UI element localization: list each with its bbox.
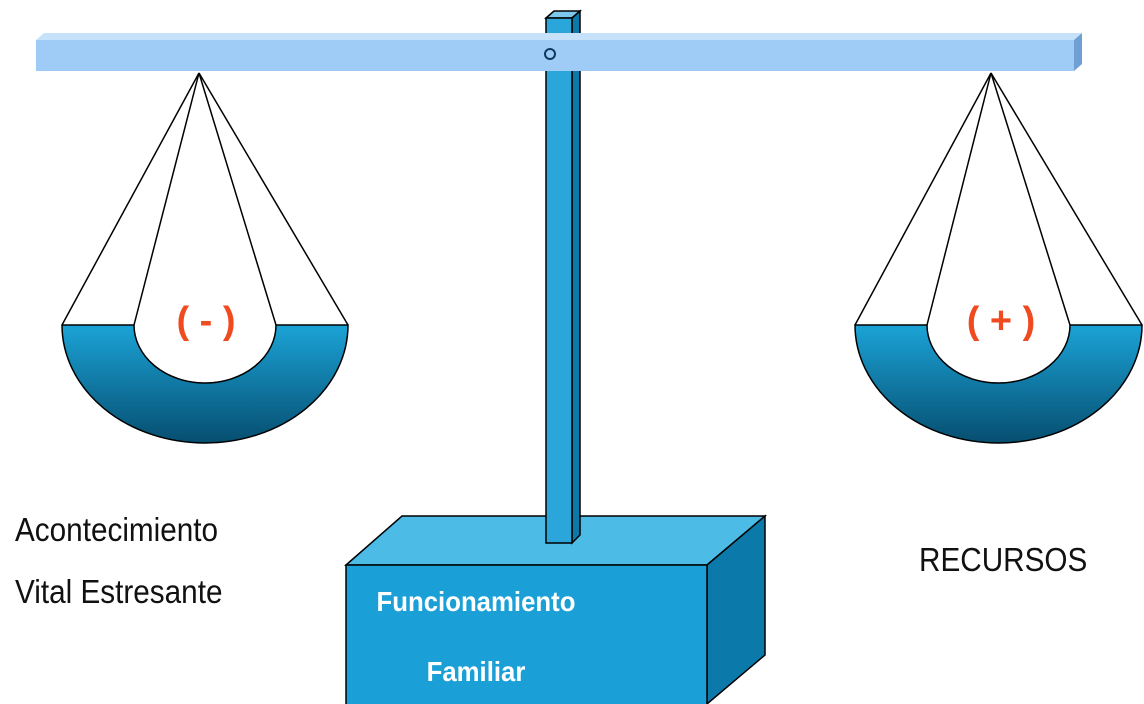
right-string — [854, 72, 992, 326]
beam-end — [1074, 33, 1082, 71]
post-front — [545, 17, 573, 544]
right-string — [990, 72, 1071, 326]
post-side — [571, 9, 581, 545]
left-label-line2: Vital Estresante — [15, 573, 223, 610]
left-string — [133, 72, 200, 326]
base-label-line2: Familiar — [426, 656, 526, 687]
left-string — [61, 72, 200, 326]
base-box — [344, 514, 768, 704]
beam-top — [36, 33, 1082, 40]
right-pan-sign: ( + ) — [967, 300, 1036, 342]
left-pan-bowl — [61, 324, 349, 444]
scale-post — [544, 9, 582, 545]
right-label: RECURSOS — [919, 541, 1088, 578]
left-pan-sign: ( - ) — [176, 300, 235, 342]
right-pan-bowl — [854, 324, 1143, 444]
left-string — [198, 72, 277, 326]
left-pan: ( - ) — [61, 72, 349, 444]
scale-beam — [36, 33, 1082, 71]
beam-pivot — [544, 48, 556, 60]
right-string — [926, 72, 992, 326]
left-label-line1: Acontecimiento — [15, 511, 219, 548]
base-label-line1: Funcionamiento — [376, 586, 576, 617]
right-pan: ( + ) — [854, 72, 1143, 444]
right-string — [990, 72, 1143, 326]
base-front-face — [345, 564, 708, 704]
left-string — [198, 72, 349, 326]
